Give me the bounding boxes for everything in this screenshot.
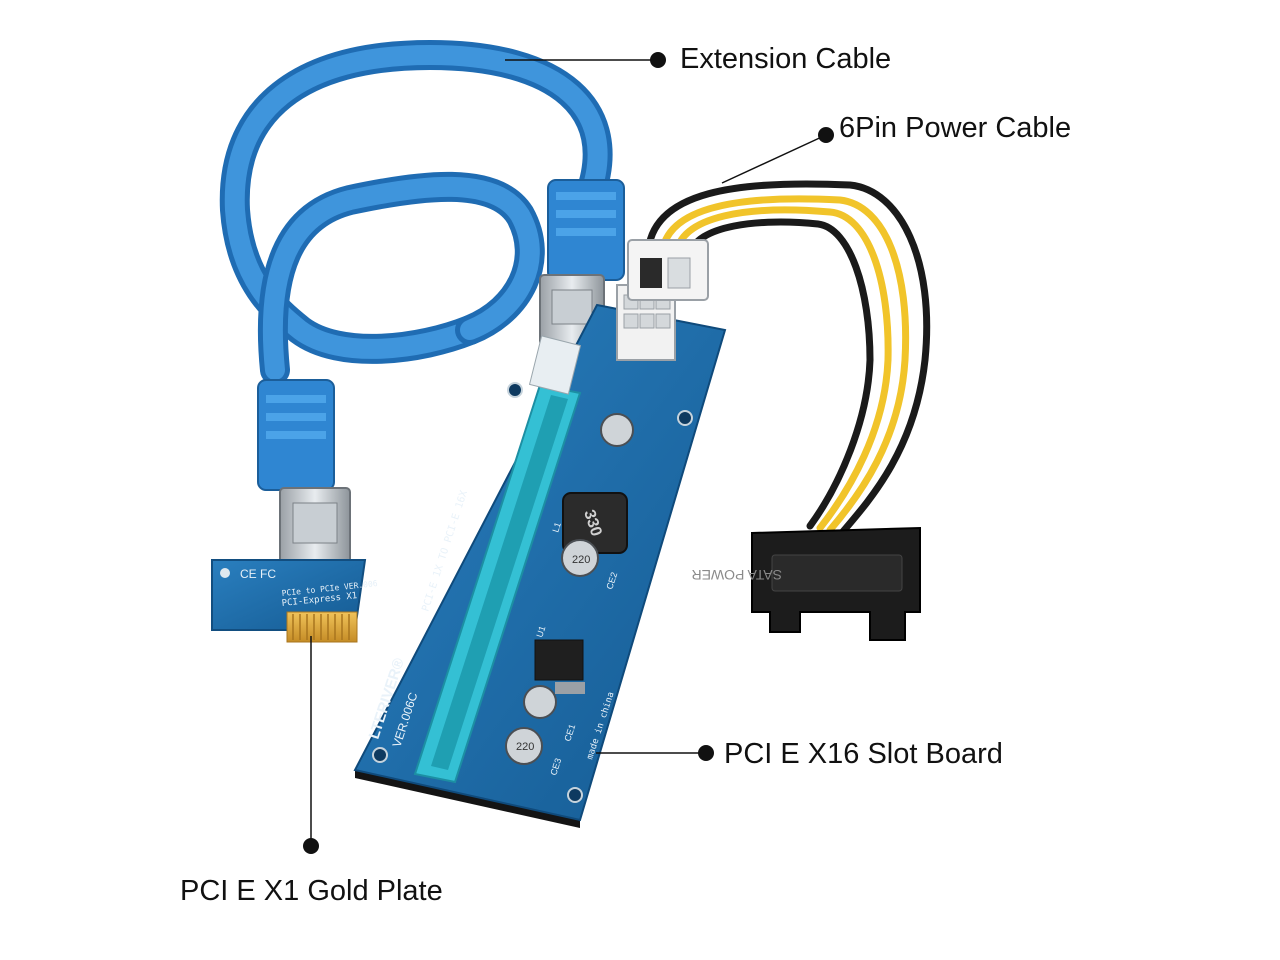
usb-plug-upper (539, 179, 625, 346)
6pin-plug (627, 239, 709, 301)
cap2-label: 220 (516, 741, 534, 753)
callout-power-cable (721, 127, 834, 184)
label-power-cable: 6Pin Power Cable (839, 112, 1072, 144)
gold-pins (292, 614, 350, 640)
board-u1: U1 (534, 625, 547, 639)
callout-gold-plate (303, 636, 319, 854)
riser-board: 330 220 220 LTERIVER® VER.006C PCI-E 1X … (353, 284, 727, 828)
cap1-label: 220 (572, 554, 590, 566)
regulator-chip (534, 639, 584, 681)
capacitors (505, 413, 634, 765)
label-gold-plate: PCI E X1 Gold Plate (180, 875, 443, 907)
sata-label: SATA POWER (692, 567, 783, 583)
callout-dot (650, 52, 666, 68)
label-slot-board: PCI E X16 Slot Board (724, 738, 1003, 770)
board-l1: L1 (550, 521, 563, 534)
mount-holes (372, 382, 693, 803)
callout-extension-cable (505, 52, 666, 68)
adapter-certs: CE FC (240, 567, 276, 581)
power-cable-wires (644, 180, 931, 539)
callout-dot (303, 838, 319, 854)
label-extension-cable: Extension Cable (680, 43, 892, 75)
callout-dot (698, 745, 714, 761)
callout-dot (818, 127, 834, 143)
extension-cable (219, 39, 613, 385)
pcie-x1-adapter: CE FC PCIe to PCIe VER.006 PCI-Express X… (211, 559, 378, 643)
callout-slot-board (596, 745, 714, 761)
usb-plug-lower (257, 379, 351, 567)
sata-power-connector: SATA POWER (692, 526, 921, 641)
